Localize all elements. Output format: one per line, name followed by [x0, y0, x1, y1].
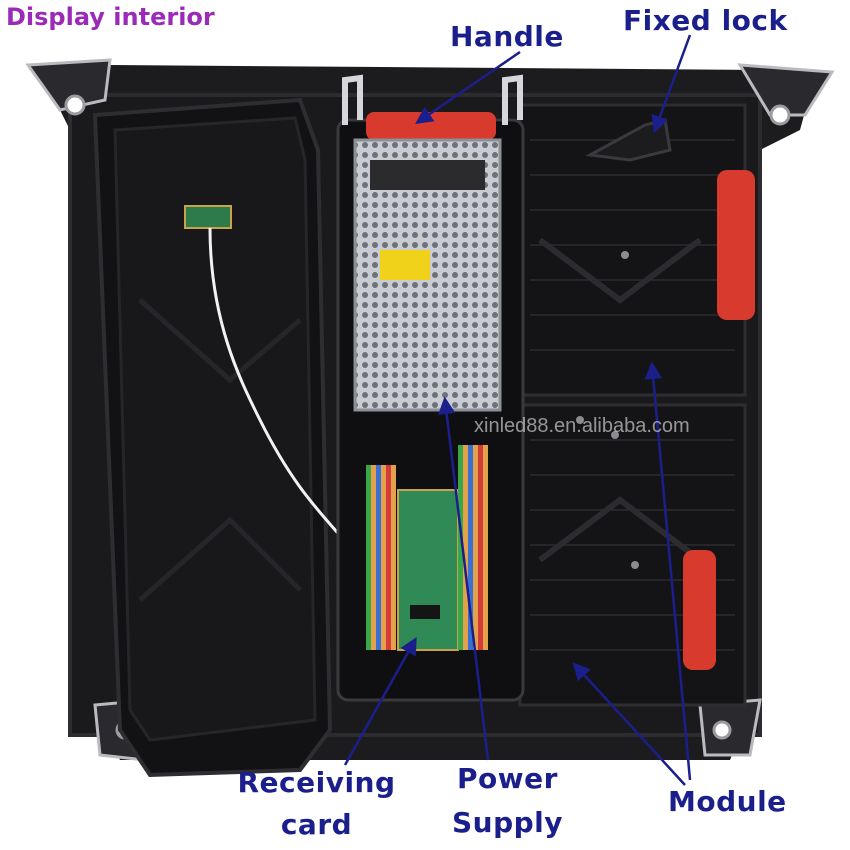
label-power-supply: Power Supply [440, 757, 575, 845]
label-power-supply-line2: Supply [451, 806, 564, 839]
arrow-receiving-card [343, 636, 417, 766]
label-power-supply-line1: Power [457, 762, 558, 795]
label-receiving-card-line2: card [280, 808, 353, 841]
label-handle: Handle [450, 20, 564, 53]
label-module: Module [668, 785, 787, 818]
receiving-card [397, 489, 459, 651]
center-handle [366, 112, 496, 140]
rear-cover [92, 97, 441, 778]
side-handle-bottom [683, 550, 716, 670]
arrow-module-bottom [572, 662, 686, 786]
arrow-fixed-lock [651, 34, 692, 134]
label-receiving-card: Receiving card [224, 762, 409, 846]
label-fixed-lock: Fixed lock [623, 4, 788, 37]
watermark: xinled88.en.alibaba.com [474, 415, 690, 437]
arrow-module-top [644, 361, 692, 781]
arrow-handle [415, 50, 521, 124]
label-receiving-card-line1: Receiving [237, 766, 396, 799]
fixed-lock-part [585, 118, 672, 162]
diagram-title: Display interior [6, 3, 215, 31]
center-channel [336, 74, 525, 702]
arrow-power-supply [437, 396, 490, 761]
side-handle-top [717, 170, 755, 320]
